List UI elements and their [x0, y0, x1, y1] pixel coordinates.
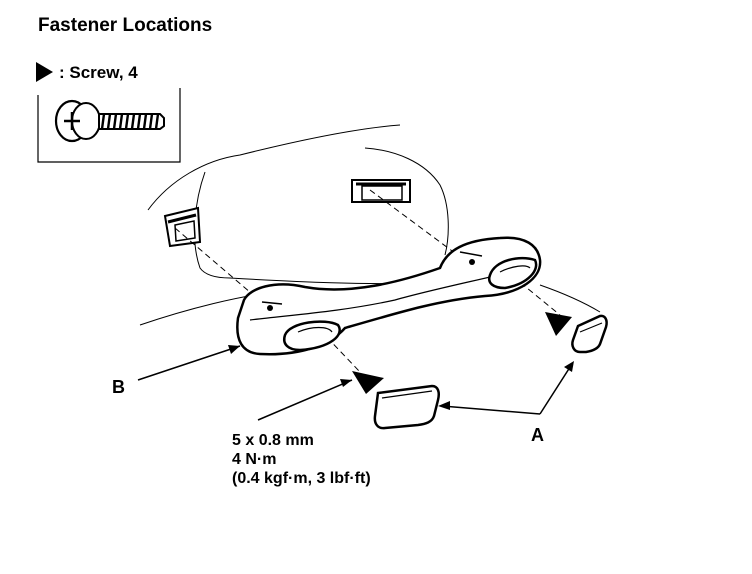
spec-torque-nm: 4 N·m — [232, 451, 277, 468]
cover-a-upper — [571, 314, 608, 354]
screw-spec: 5 x 0.8 mm 4 N·m (0.4 kgf·m, 3 lbf·ft) — [232, 431, 371, 488]
diagram-title: Fastener Locations — [38, 15, 213, 36]
assist-handle — [236, 236, 542, 356]
clip-hole-right — [351, 179, 411, 203]
clip-hole-left — [163, 206, 202, 248]
leader-lines — [137, 345, 573, 421]
screw-marker-left — [352, 371, 384, 394]
screw-icon — [54, 99, 165, 143]
legend: : Screw, 4 — [36, 62, 138, 82]
cover-a-lower — [373, 384, 440, 430]
callout-b: B — [112, 377, 125, 397]
arrowhead-icon — [36, 62, 53, 82]
legend-text: : Screw, 4 — [59, 62, 138, 82]
spec-torque-alt: (0.4 kgf·m, 3 lbf·ft) — [232, 470, 371, 487]
screw-marker-right — [545, 312, 572, 336]
spec-size: 5 x 0.8 mm — [232, 432, 314, 449]
leader-arrowheads — [228, 345, 574, 410]
callout-a: A — [531, 425, 544, 445]
screw-inset — [37, 88, 181, 163]
